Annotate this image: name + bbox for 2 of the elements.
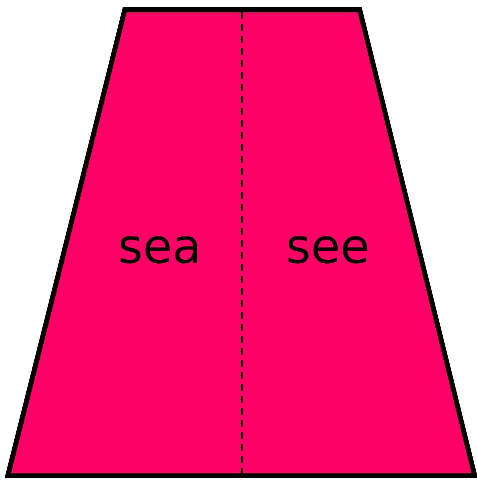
trapezoid-half: see <box>242 8 477 478</box>
trapezoid-half: sea <box>4 8 242 478</box>
